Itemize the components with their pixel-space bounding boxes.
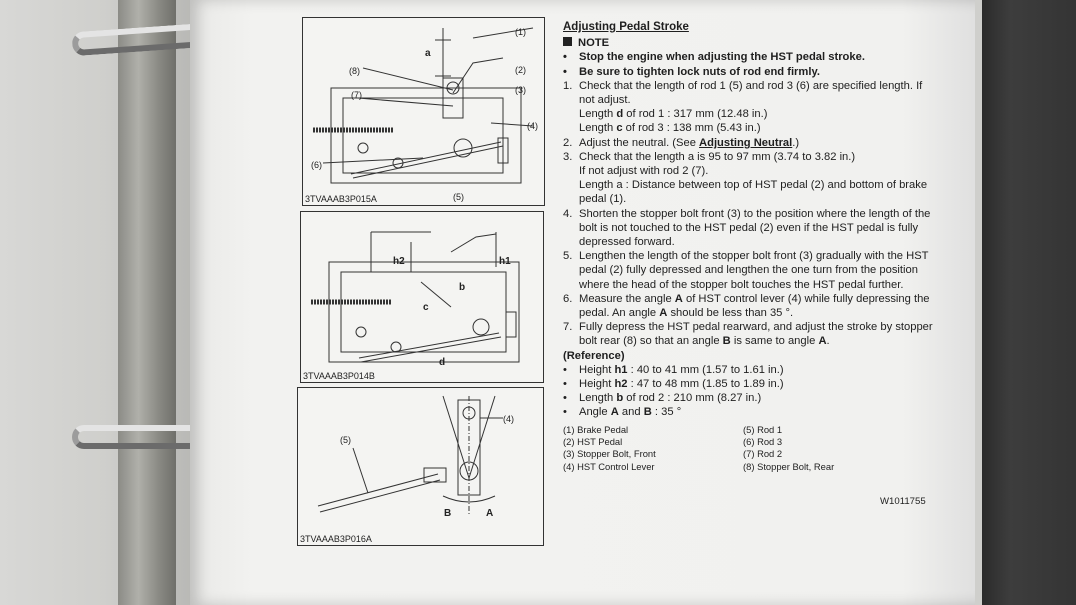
callout-a: a xyxy=(425,48,431,59)
callout-c: c xyxy=(423,302,429,313)
legend-item: (5) Rod 1 xyxy=(743,423,783,435)
reference-item: •Height h1 : 40 to 41 mm (1.57 to 1.61 i… xyxy=(563,363,784,376)
background-right xyxy=(982,0,1076,605)
step-subline: Length d of rod 1 : 317 mm (12.48 in.) xyxy=(579,108,768,121)
step-item: 4.Shorten the stopper bolt front (3) to … xyxy=(563,207,931,249)
figure-pedal-assembly-2: h2 h1 b c d 3TVAAAB3P014B xyxy=(300,211,544,383)
callout-5: (5) xyxy=(453,192,464,202)
step-item: 6.Measure the angle A of HST control lev… xyxy=(563,292,930,320)
callout-2: (2) xyxy=(515,65,526,75)
reference-item: •Angle A and B : 35 ° xyxy=(563,406,682,419)
legend-item: (6) Rod 3 xyxy=(743,435,783,447)
pedal-assembly-drawing: (1) (2) (3) (4) (5) (6) (7) (8) a xyxy=(311,27,538,202)
figure-code: 3TVAAAB3P016A xyxy=(300,534,372,544)
binder-spine xyxy=(118,0,176,605)
callout-3: (3) xyxy=(515,85,526,95)
legend-item: (4) HST Control Lever xyxy=(563,460,655,472)
section-title: Adjusting Pedal Stroke xyxy=(563,21,689,33)
figure-code: 3TVAAAB3P014B xyxy=(303,371,375,381)
figure-code: 3TVAAAB3P015A xyxy=(305,194,377,204)
callout-4: (4) xyxy=(503,414,514,424)
step-item: 3.Check that the length a is 95 to 97 mm… xyxy=(563,150,856,163)
step-item: 5.Lengthen the length of the stopper bol… xyxy=(563,250,929,291)
step-subline: Length c of rod 3 : 138 mm (5.43 in.) xyxy=(579,122,761,135)
pedal-height-drawing: h2 h1 b c d xyxy=(311,231,520,368)
callout-8: (8) xyxy=(349,66,360,76)
callout-1: (1) xyxy=(515,27,526,37)
angle-a-label: A xyxy=(486,508,493,519)
callout-h2: h2 xyxy=(393,256,405,267)
callout-7: (7) xyxy=(351,90,362,100)
lever-angle-drawing: (4) (5) B A xyxy=(317,395,514,519)
callout-4: (4) xyxy=(527,121,538,131)
legend-item: (1) Brake Pedal xyxy=(563,423,629,435)
callout-5: (5) xyxy=(340,435,351,445)
legend-item: (7) Rod 2 xyxy=(743,448,783,460)
step-item: 1.Check that the length of rod 1 (5) and… xyxy=(563,79,923,107)
note-square-icon xyxy=(563,37,572,47)
legend-item: (3) Stopper Bolt, Front xyxy=(563,448,656,460)
reference-item: •Height h2 : 47 to 48 mm (1.85 to 1.89 i… xyxy=(563,378,784,391)
legend-item: (8) Stopper Bolt, Rear xyxy=(743,460,835,472)
note-item: •Stop the engine when adjusting the HST … xyxy=(563,51,865,64)
step-subline: Length a : Distance between top of HST p… xyxy=(579,179,928,206)
step-subline: If not adjust with rod 2 (7). xyxy=(579,165,709,178)
callout-d: d xyxy=(439,357,445,368)
procedure-text: Adjusting Pedal Stroke NOTE •Stop the en… xyxy=(563,20,933,473)
callout-b: b xyxy=(459,282,465,293)
note-heading: NOTE xyxy=(563,36,933,50)
figure-pedal-assembly-1: (1) (2) (3) (4) (5) (6) (7) (8) a 3TVAAA… xyxy=(302,17,545,206)
step-item: 2.Adjust the neutral. (See Adjusting Neu… xyxy=(563,136,800,149)
note-item: •Be sure to tighten lock nuts of rod end… xyxy=(563,65,820,78)
parts-legend: (1) Brake Pedal (5) Rod 1 (2) HST Pedal … xyxy=(563,424,933,473)
adjusting-neutral-link[interactable]: Adjusting Neutral xyxy=(699,136,793,149)
page-edge xyxy=(975,0,985,605)
angle-b-label: B xyxy=(444,508,451,519)
document-code: W1011755 xyxy=(880,496,926,507)
reference-heading: (Reference) xyxy=(563,349,625,362)
reference-item: •Length b of rod 2 : 210 mm (8.27 in.) xyxy=(563,392,762,405)
figure-control-lever-angle: (4) (5) B A 3TVAAAB3P016A xyxy=(297,387,544,546)
step-item: 7.Fully depress the HST pedal rearward, … xyxy=(563,321,933,348)
callout-6: (6) xyxy=(311,160,322,170)
legend-item: (2) HST Pedal xyxy=(563,435,623,447)
callout-h1: h1 xyxy=(499,256,511,267)
